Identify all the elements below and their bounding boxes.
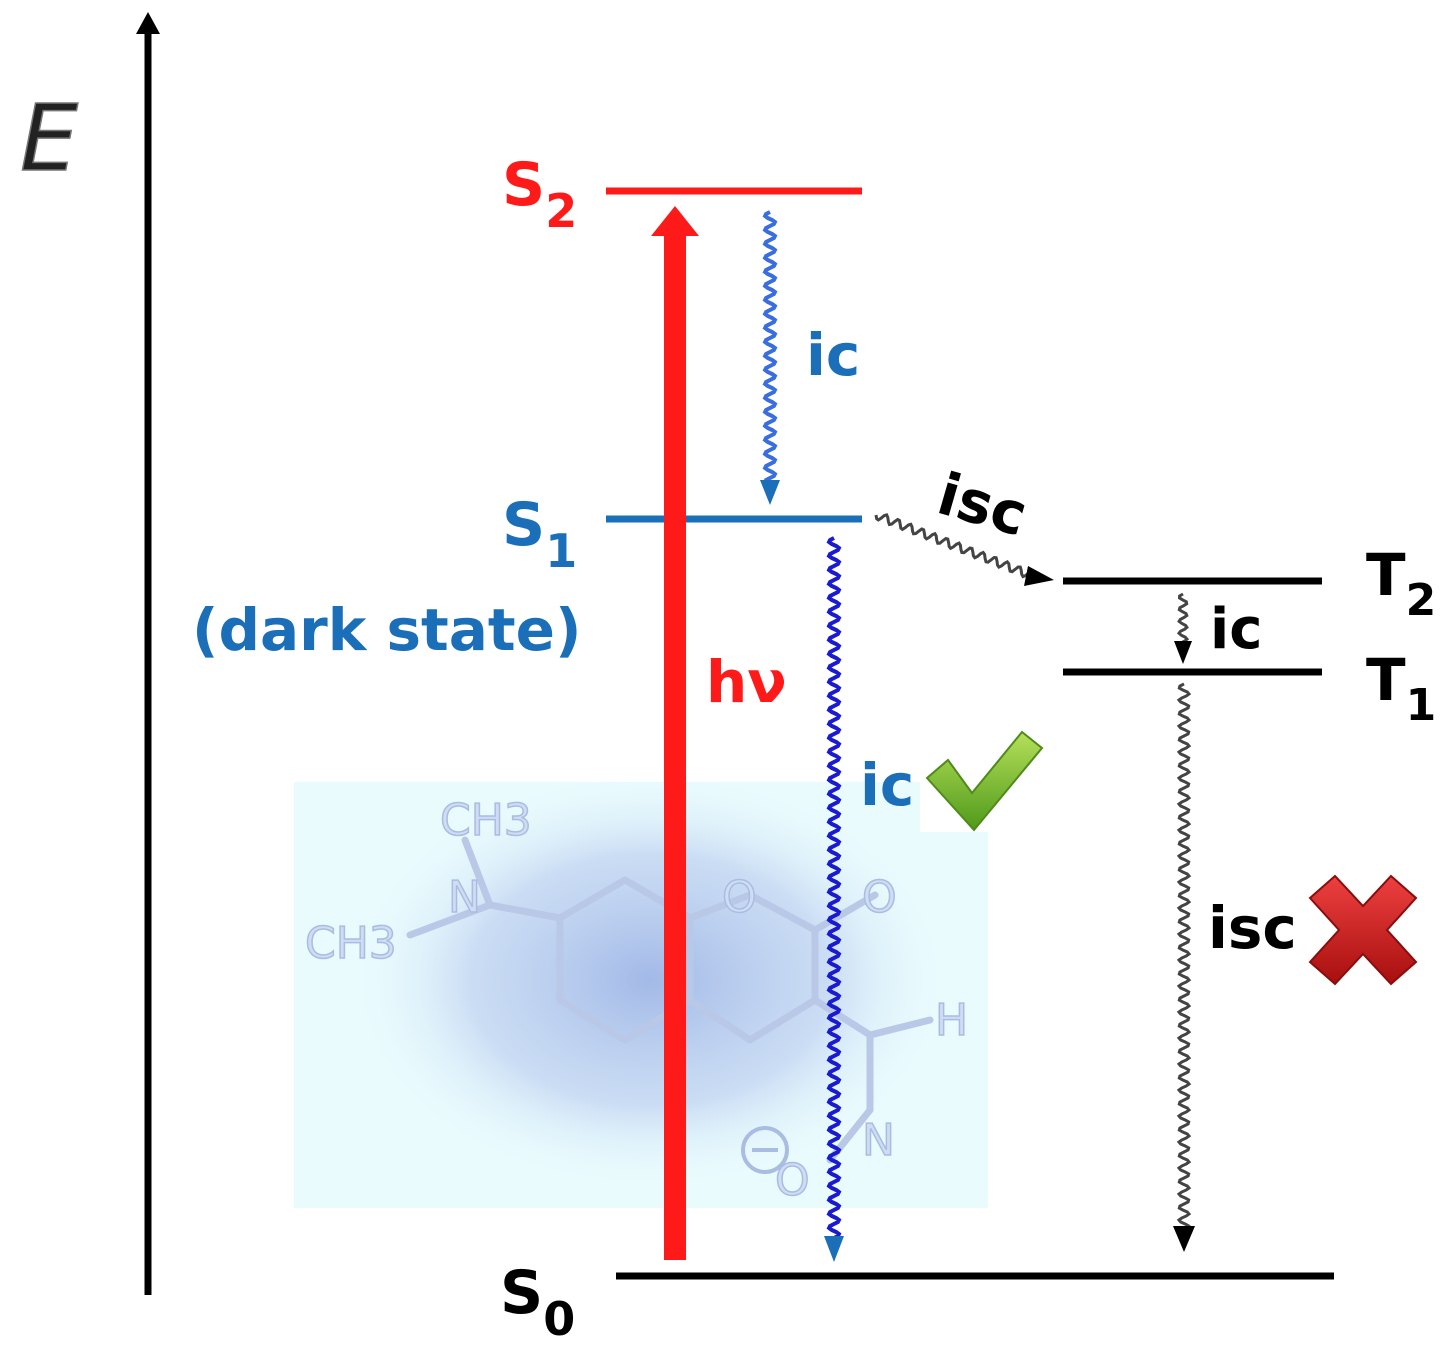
molecule-illustration: CH3 N CH3 O O H N O [294,770,988,1208]
isc-t1-to-s0-label: isc [1208,894,1297,962]
level-s0-label: S0 [500,1258,575,1346]
isc-s1-to-t2-wave [874,513,1033,579]
energy-axis-label: E [20,85,78,192]
atom-label: O [775,1155,810,1206]
atom-label: CH3 [305,918,397,969]
molecule-glow [350,770,950,1190]
ic-s2-to-s1-arrowhead [760,480,780,505]
ic-s2-to-s1-wave [762,210,778,483]
level-t1-label: T1 [1366,646,1436,731]
ic-s1-to-s0-arrowhead [824,1236,844,1262]
atom-label: N [862,1115,895,1166]
atom-label: N [448,872,481,923]
isc-s1-to-t2-label: isc [931,460,1035,550]
bonds [406,836,934,1164]
isc-s1-to-t2-arrowhead [1024,566,1054,586]
atom-label: O [722,872,757,923]
level-s1-label: S1 [502,490,577,578]
molecule-skeleton [406,836,934,1164]
check-icon [925,730,1044,832]
absorption-label: hν [706,648,787,716]
isc-t1-to-s0-wave [1176,682,1192,1229]
cross-icon [1308,874,1418,986]
level-s2-label: S2 [502,150,577,238]
molecule-atoms: CH3 N CH3 O O H N O [304,794,969,1207]
level-t2-label: T2 [1366,541,1436,626]
energy-axis-arrowhead [136,12,160,34]
isc-t1-to-s0-arrowhead [1173,1226,1195,1252]
level-s1-note: (dark state) [192,596,582,664]
ic-t2-to-t1-arrowhead [1174,641,1192,664]
ic-t2-to-t1-wave [1176,592,1190,645]
atom-label: H [935,995,968,1046]
ic-s1-to-s0-wave [826,536,842,1240]
negative-charge-icon [741,1126,789,1174]
atom-label: O [862,872,897,923]
atom-label: CH3 [440,795,532,846]
pyranone-ring [686,891,819,1044]
ic-s2-to-s1-label: ic [806,321,860,389]
ic-t2-to-t1-label: ic [1210,597,1262,662]
absorption-arrow-shaft [664,232,686,1260]
absorption-arrowhead [651,206,699,236]
ic-s1-to-s0-label: ic [860,751,914,819]
